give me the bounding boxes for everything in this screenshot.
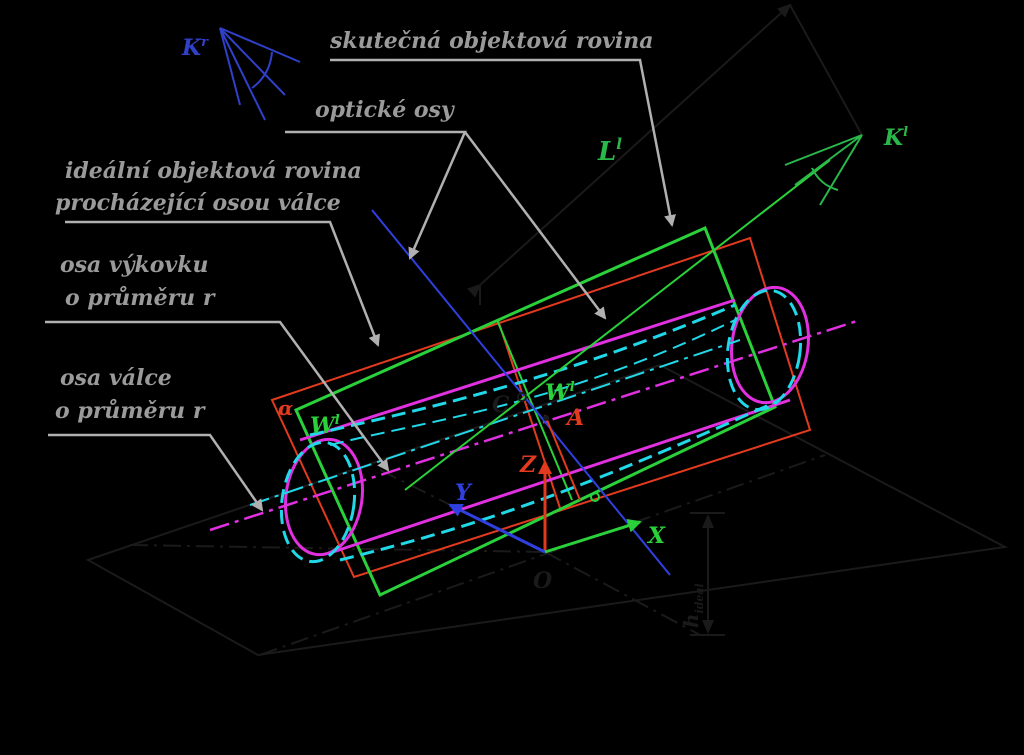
label-axis-z: Z	[519, 452, 537, 478]
leader-real-plane	[330, 58, 676, 227]
leader-punch-axis	[45, 320, 390, 472]
label-point-c: C	[492, 392, 510, 418]
annotation-cyl-axis-2: o průměru r	[55, 398, 206, 424]
label-w-center: Wl	[545, 380, 575, 406]
axis-y-arrow	[448, 503, 546, 554]
label-origin: O	[533, 568, 552, 594]
axis-x-arrow	[544, 518, 642, 554]
ground-plane	[85, 363, 1009, 657]
annotation-ideal-plane-1: ideální objektová rovina	[65, 158, 362, 184]
label-baseline: Ll	[597, 135, 622, 167]
label-alpha: α	[278, 396, 293, 420]
label-axis-y: Y	[455, 480, 473, 506]
annotation-optical-axes: optické osy	[315, 97, 456, 123]
ground-axis-front	[544, 551, 701, 636]
label-axis-x: X	[646, 523, 666, 549]
annotation-punch-axis-2: o průměru r	[65, 285, 216, 311]
annotation-ideal-plane-2: procházející osou válce	[55, 190, 341, 216]
label-point-a: A	[565, 405, 584, 431]
camera-left-icon	[784, 134, 863, 206]
label-w-left: Wl	[310, 413, 340, 439]
leader-ideal-plane	[65, 220, 380, 347]
ground-axis-diagonal	[259, 454, 826, 656]
forging-outline	[249, 288, 803, 564]
optical-axis-left	[404, 159, 831, 491]
leader-cylinder-axis	[48, 433, 264, 512]
label-height: hideal	[679, 583, 706, 628]
camera-right-icon	[219, 27, 301, 121]
label-camera-right: Kr	[181, 35, 209, 61]
label-camera-left: Kl	[883, 125, 908, 151]
real-plane-midline	[497, 319, 561, 509]
baseline-line	[467, 3, 792, 298]
point-w-center-marker	[543, 415, 549, 421]
annotation-punch-axis-1: osa výkovku	[60, 252, 208, 278]
annotation-real-plane: skutečná objektová rovina	[329, 28, 654, 54]
leader-optical-axes-2	[464, 131, 607, 320]
annotation-cyl-axis-1: osa válce	[60, 365, 172, 391]
point-c-marker	[517, 392, 527, 402]
